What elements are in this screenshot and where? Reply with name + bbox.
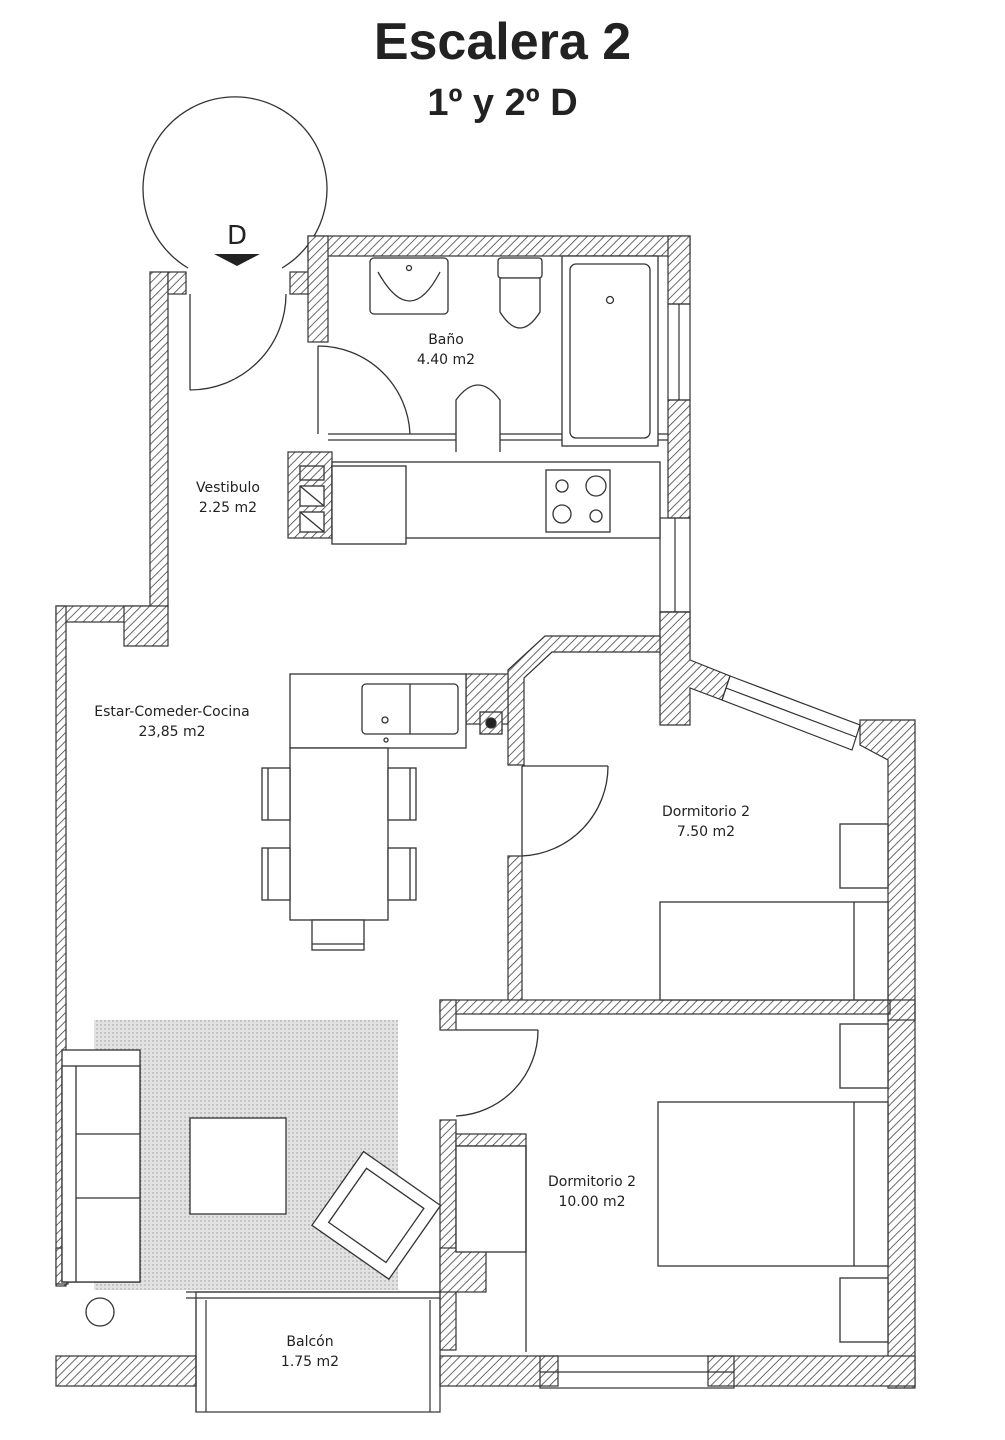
room-name-dormitorio-a: Dormitorio 2 bbox=[662, 804, 750, 820]
basin-icon bbox=[377, 271, 441, 302]
chair-icon bbox=[261, 847, 291, 901]
entrance-arrow-icon bbox=[214, 254, 260, 266]
coffee-table-icon bbox=[189, 1117, 287, 1215]
kitchen-island bbox=[289, 673, 503, 749]
chair-icon bbox=[387, 847, 417, 901]
lamp-icon bbox=[85, 1297, 115, 1327]
plan-subtitle: 1º y 2º D bbox=[427, 82, 578, 124]
room-name-vestibulo: Vestibulo bbox=[196, 480, 260, 496]
armchair-icon bbox=[311, 1150, 442, 1281]
entry-door-icon bbox=[189, 293, 287, 391]
toilet-tank-icon bbox=[497, 257, 543, 279]
nightstand-icon bbox=[839, 823, 889, 889]
room-area-vestibulo: 2.25 m2 bbox=[199, 500, 257, 516]
room-name-bano: Baño bbox=[428, 332, 464, 348]
bathroom-fixtures bbox=[369, 255, 659, 452]
bedroom1-door-icon bbox=[521, 765, 609, 857]
double-bed-icon bbox=[657, 1101, 889, 1267]
chair-icon bbox=[387, 767, 417, 821]
room-name-balcon: Balcón bbox=[286, 1334, 333, 1350]
chair-icon bbox=[261, 767, 291, 821]
living-area bbox=[61, 1020, 442, 1327]
washer-icon bbox=[331, 465, 407, 545]
room-area-dormitorio-a: 7.50 m2 bbox=[677, 824, 735, 840]
bidet-icon bbox=[455, 384, 501, 452]
entrance-marker: D bbox=[142, 96, 328, 269]
room-area-estar: 23,85 m2 bbox=[138, 724, 205, 740]
bedroom2-door-icon bbox=[455, 1029, 539, 1117]
toilet-bowl-icon bbox=[499, 277, 541, 329]
bed-icon bbox=[659, 901, 889, 1001]
landing-circle bbox=[142, 96, 328, 269]
room-area-dormitorio-b: 10.00 m2 bbox=[558, 1194, 625, 1210]
room-name-estar: Estar-Comeder-Cocina bbox=[94, 704, 250, 720]
entrance-letter: D bbox=[227, 221, 247, 251]
room-area-bano: 4.40 m2 bbox=[417, 352, 475, 368]
room-name-dormitorio-b: Dormitorio 2 bbox=[548, 1174, 636, 1190]
room-area-balcon: 1.75 m2 bbox=[281, 1354, 339, 1370]
doors bbox=[189, 293, 609, 1117]
chair-icon bbox=[311, 919, 365, 951]
dining-table-icon bbox=[289, 747, 389, 921]
wardrobe-icon bbox=[455, 1145, 527, 1253]
kitchen-counter bbox=[299, 461, 661, 545]
walls bbox=[55, 235, 916, 1389]
bedroom-furniture bbox=[455, 823, 889, 1352]
plan-title: Escalera 2 bbox=[373, 13, 632, 71]
nightstand-icon bbox=[839, 1023, 889, 1089]
room-labels: Baño 4.40 m2 Vestibulo 2.25 m2 Estar-Com… bbox=[94, 332, 750, 1370]
dining-set bbox=[261, 747, 417, 951]
bath-door-icon bbox=[317, 345, 411, 435]
nightstand-icon bbox=[839, 1277, 889, 1343]
